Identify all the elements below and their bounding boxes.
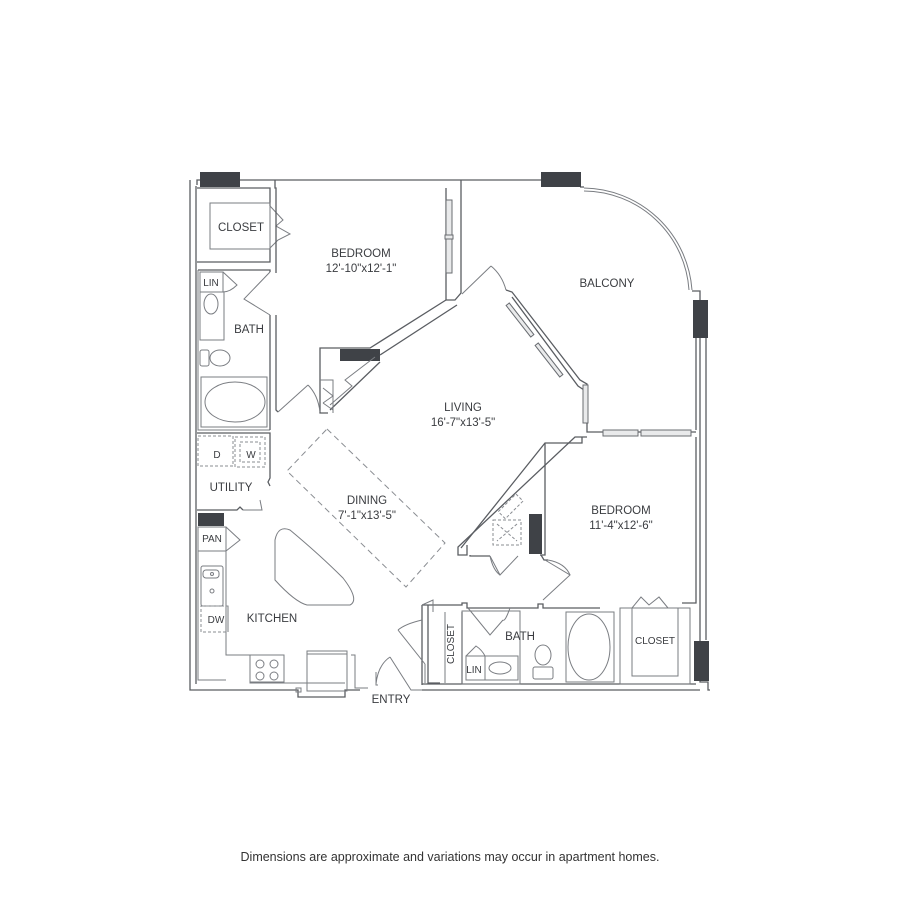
kitchen-area (197, 526, 368, 693)
dims-living: 16'-7"x13'-5" (431, 417, 495, 429)
room-labels: CLOSET BEDROOM 12'-10"x12'-1" BALCONY LI… (202, 222, 675, 706)
utility-area (197, 432, 271, 511)
label-kitchen: KITCHEN (247, 613, 297, 625)
label-pantry: PAN (202, 534, 222, 545)
label-bath-2: BATH (505, 631, 535, 643)
column-4 (198, 513, 224, 526)
column-5 (340, 349, 380, 361)
label-dishwasher: DW (208, 615, 225, 626)
label-dining: DINING (347, 495, 387, 507)
column-7 (694, 641, 709, 681)
label-washer: W (246, 450, 256, 461)
dims-bedroom-1: 12'-10"x12'-1" (326, 263, 397, 275)
label-dryer: D (213, 450, 220, 461)
label-living: LIVING (444, 402, 482, 414)
dims-bedroom-2: 11'-4"x12'-6" (589, 520, 653, 532)
balcony-railing (583, 187, 701, 430)
disclaimer-text: Dimensions are approximate and variation… (240, 850, 660, 864)
label-entry: ENTRY (372, 694, 411, 706)
label-lin-1: LIN (203, 278, 219, 289)
column-1 (200, 172, 240, 187)
closet-nw-area (197, 187, 292, 263)
label-bath-1: BATH (234, 324, 264, 336)
column-3 (693, 300, 708, 338)
dining-table-outline (286, 428, 446, 588)
bath-2-area (422, 602, 615, 685)
hall-closet-entry (375, 599, 446, 691)
bedroom-1-walls (274, 180, 462, 414)
label-utility: UTILITY (210, 482, 253, 494)
column-2 (541, 172, 581, 187)
label-lin-2: LIN (466, 665, 482, 676)
dims-dining: 7'-1"x13'-5" (338, 510, 396, 522)
label-closet-nw: CLOSET (218, 222, 264, 234)
label-closet-hall: CLOSET (446, 624, 457, 664)
label-balcony: BALCONY (580, 278, 635, 290)
structural-columns (198, 172, 709, 681)
bath-1-area (197, 269, 321, 431)
label-bedroom-2: BEDROOM (591, 505, 650, 517)
living-walls (457, 265, 696, 556)
bedroom-2-area (469, 437, 697, 604)
label-closet-se: CLOSET (635, 636, 675, 647)
closet-se-area (619, 596, 691, 685)
column-6 (529, 514, 542, 554)
label-bedroom-1: BEDROOM (331, 248, 390, 260)
